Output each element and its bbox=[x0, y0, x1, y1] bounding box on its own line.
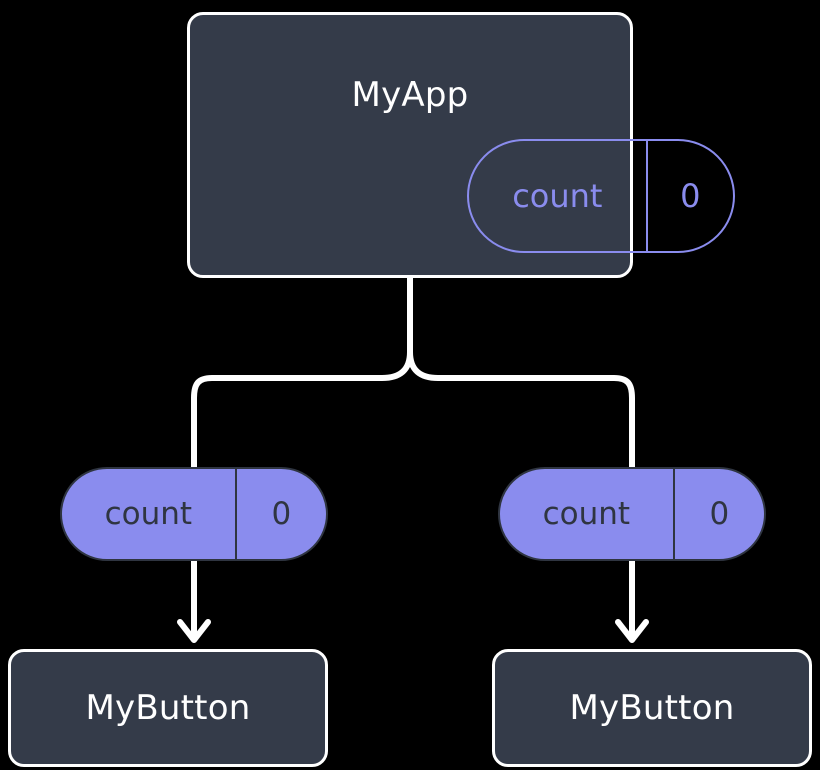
component-title-mybutton: MyButton bbox=[569, 688, 735, 728]
arrowhead-left-icon bbox=[177, 619, 211, 643]
edge-root-to-child-right bbox=[407, 349, 635, 470]
arrowhead-right-icon bbox=[615, 619, 649, 643]
edge-root-to-children bbox=[191, 275, 413, 470]
props-pill-value: 0 bbox=[271, 495, 292, 532]
component-node-mybutton-left[interactable]: MyButton bbox=[8, 649, 328, 767]
state-pill-key: count bbox=[469, 141, 648, 251]
component-title-myapp: MyApp bbox=[351, 75, 469, 115]
props-pill-count-left[interactable]: count 0 bbox=[60, 467, 328, 561]
props-pill-count-right[interactable]: count 0 bbox=[498, 467, 766, 561]
component-node-myapp[interactable]: MyApp count 0 bbox=[187, 12, 735, 278]
props-pill-key: count bbox=[500, 469, 675, 559]
state-pill-count[interactable]: count 0 bbox=[467, 139, 735, 253]
component-node-mybutton-right[interactable]: MyButton bbox=[492, 649, 812, 767]
props-pill-value: 0 bbox=[709, 495, 730, 532]
state-pill-value: 0 bbox=[680, 177, 701, 215]
component-title-mybutton: MyButton bbox=[85, 688, 251, 728]
props-pill-key: count bbox=[62, 469, 237, 559]
